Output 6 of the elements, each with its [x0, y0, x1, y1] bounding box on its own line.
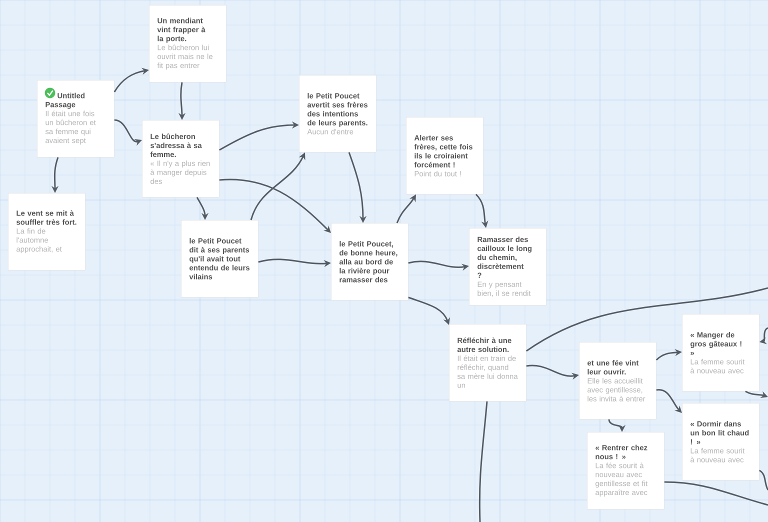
- connector-line: [664, 481, 768, 506]
- connector-line: [526, 287, 768, 352]
- connector-line: [758, 470, 768, 490]
- arrow: [219, 178, 331, 233]
- connector-line: [478, 401, 488, 522]
- arrow: [656, 389, 682, 413]
